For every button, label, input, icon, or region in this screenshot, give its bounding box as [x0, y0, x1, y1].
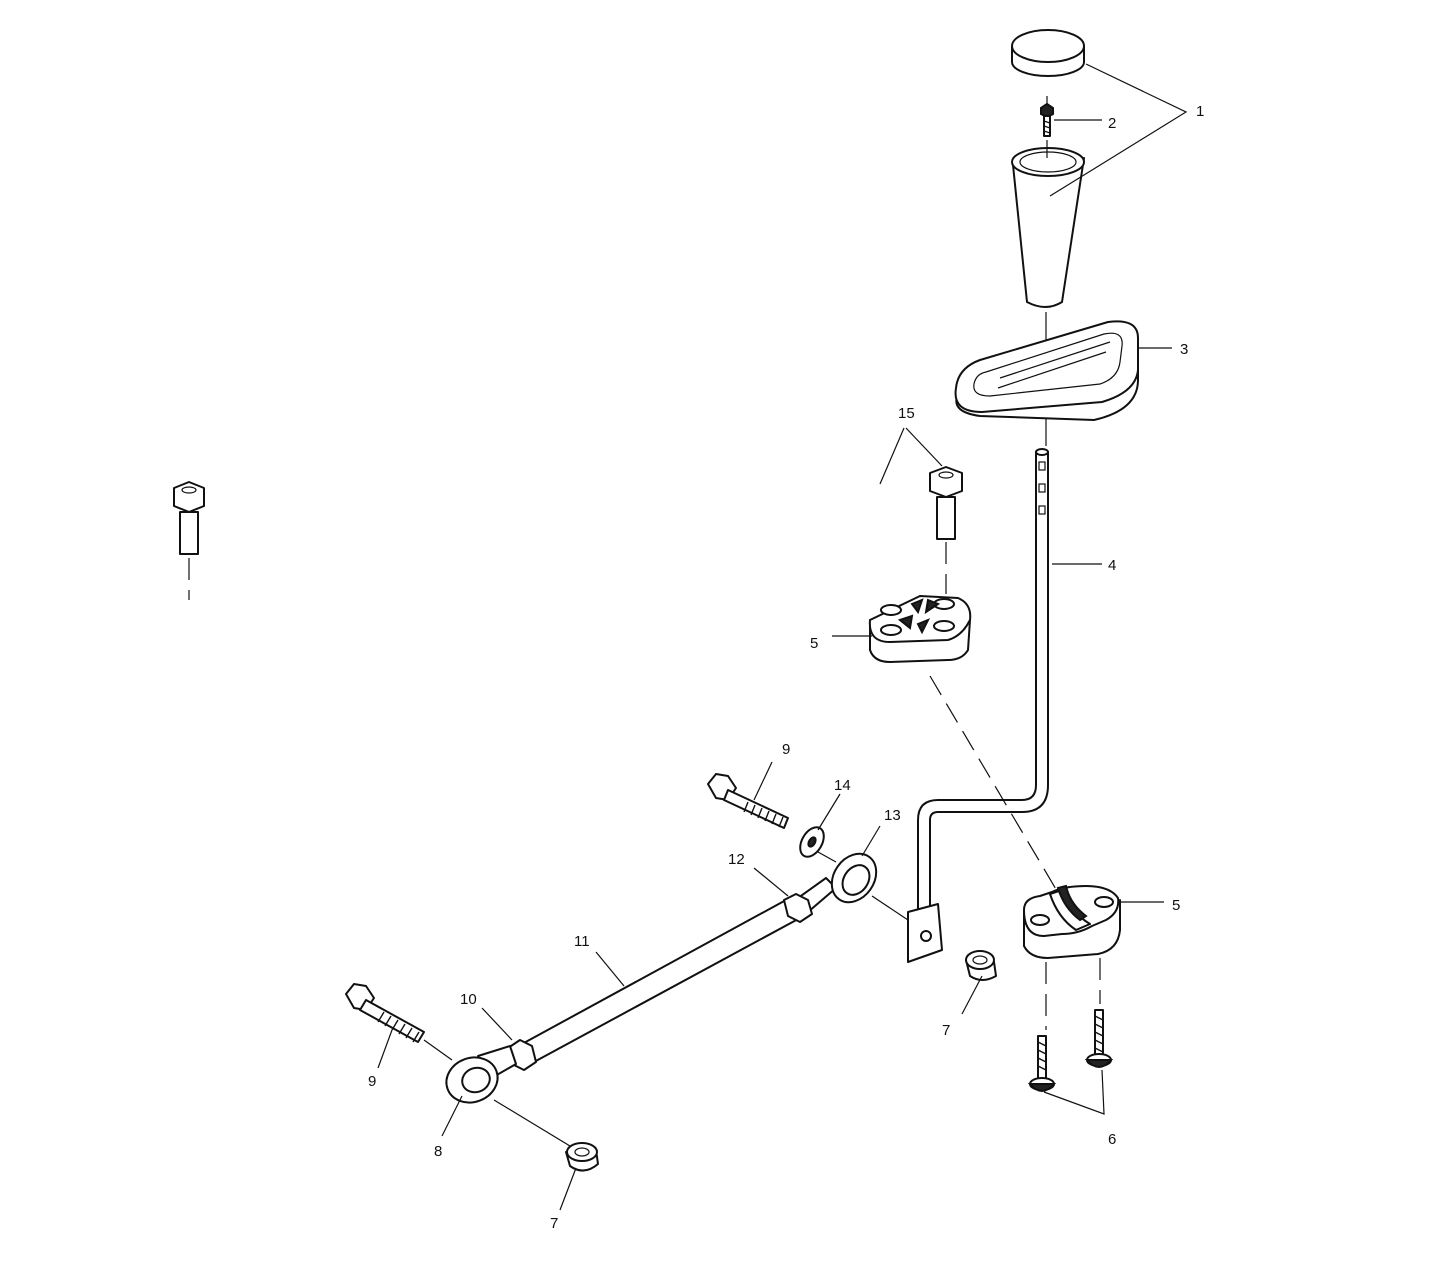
callout-8: 8 — [434, 1143, 442, 1160]
callout-4: 4 — [1108, 557, 1116, 574]
knob-screw — [1040, 102, 1054, 137]
lower-lever-bracket — [1023, 884, 1121, 959]
bolt-9-lower — [345, 983, 425, 1043]
callout-9-upper: 9 — [782, 741, 790, 758]
shift-knob-body — [1011, 147, 1085, 308]
callouts: 1 2 3 4 5 5 6 7 7 8 9 9 10 11 12 13 14 1… — [368, 103, 1204, 1232]
callout-9-lower: 9 — [368, 1073, 376, 1090]
callout-15: 15 — [898, 405, 915, 422]
screw-6-right — [1084, 1009, 1114, 1068]
screw-6-left — [1027, 1035, 1057, 1092]
callout-12: 12 — [728, 851, 745, 868]
leader-lines — [377, 63, 1188, 1211]
callout-6: 6 — [1108, 1131, 1116, 1148]
callout-7-left: 7 — [550, 1215, 558, 1232]
callout-7-right: 7 — [942, 1022, 950, 1039]
callout-13: 13 — [884, 807, 901, 824]
callout-14: 14 — [834, 777, 851, 794]
shift-lever — [907, 448, 1049, 963]
callout-3: 3 — [1180, 341, 1188, 358]
bolt-15-right — [929, 466, 963, 540]
callout-1: 1 — [1196, 103, 1204, 120]
callout-5-upper: 5 — [810, 635, 818, 652]
assembly-lines — [188, 542, 1101, 1147]
shift-knob-cap — [1011, 29, 1085, 77]
upper-lever-bracket — [868, 595, 972, 663]
callout-5-lower: 5 — [1172, 897, 1180, 914]
lock-nut-7-right — [965, 950, 997, 981]
jam-nut-12 — [783, 893, 813, 923]
bolt-9-upper — [707, 773, 789, 829]
rod-end-8 — [445, 1045, 517, 1104]
washer-14 — [799, 826, 825, 858]
callout-11: 11 — [574, 933, 590, 950]
shift-boot — [954, 320, 1139, 421]
rod-end-13 — [830, 852, 878, 904]
callout-10: 10 — [460, 991, 477, 1008]
lock-nut-7-left — [565, 1142, 599, 1172]
callout-2: 2 — [1108, 115, 1116, 132]
bolt-15-left — [173, 481, 205, 555]
